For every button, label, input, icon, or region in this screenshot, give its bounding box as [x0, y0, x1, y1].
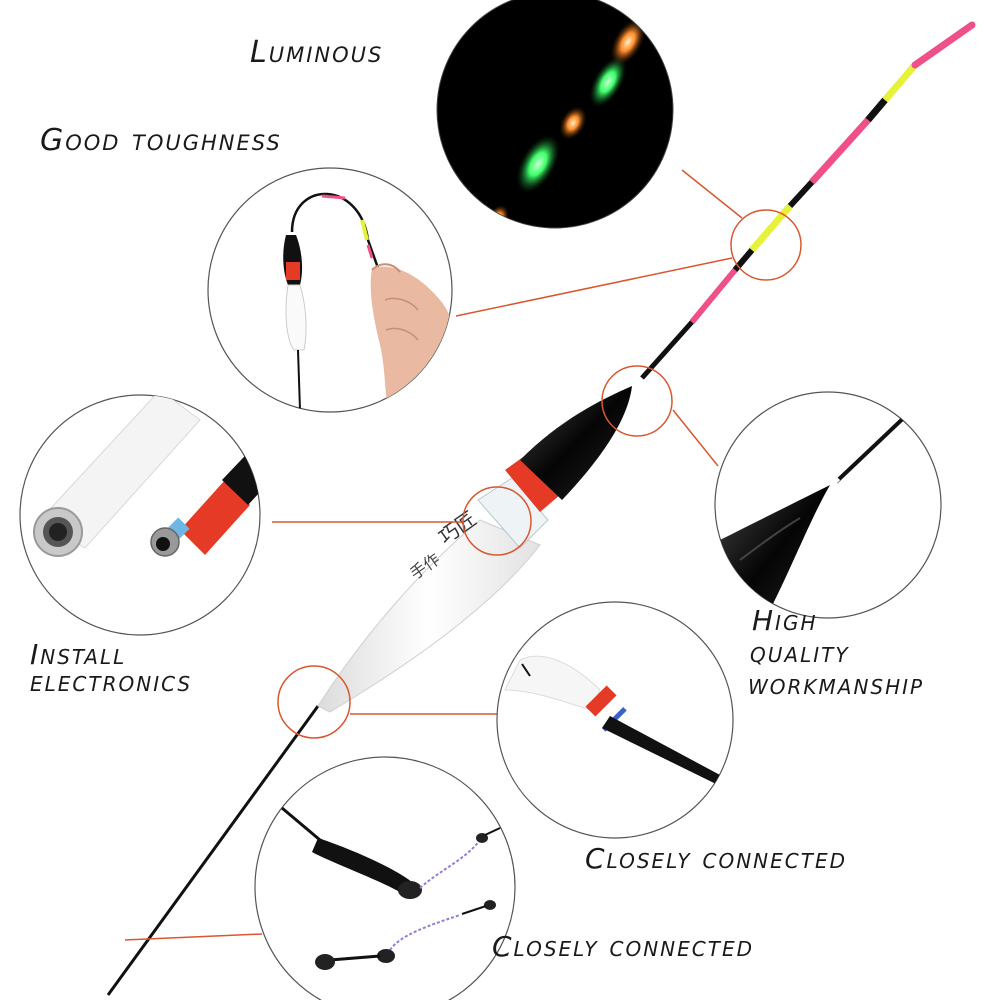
label-install-line1: Install	[30, 638, 127, 671]
detail-luminous	[436, 0, 674, 229]
float-tip-black-4	[865, 97, 888, 123]
float-tip-black-lower	[640, 320, 694, 380]
connector-connected-bottom	[124, 933, 263, 941]
detail-quality	[714, 391, 942, 619]
float-tip-black-2	[732, 248, 755, 272]
callout-connectors	[124, 169, 743, 941]
callout-ring-tip	[730, 209, 802, 281]
float-tip-pink-lower	[689, 268, 738, 324]
detail-connected-bottom	[254, 756, 516, 1000]
callout-ring-base	[277, 665, 351, 739]
label-install-line2: electronics	[30, 665, 193, 698]
label-quality-line3: workmanship	[748, 668, 925, 701]
detail-toughness	[207, 167, 453, 413]
float-clear-joint	[477, 477, 549, 549]
detail-connected-top	[496, 601, 734, 839]
float-tip-pink-mid	[809, 117, 871, 185]
float-tip-yellow-top	[882, 62, 918, 103]
label-toughness: Good toughness	[40, 123, 282, 158]
callout-rings	[277, 209, 802, 739]
detail-install	[19, 394, 261, 636]
label-quality-line1: High	[752, 604, 818, 637]
connector-quality	[672, 409, 719, 467]
callout-ring-neck	[601, 365, 673, 437]
float-red-band	[505, 452, 560, 512]
connector-toughness	[455, 257, 733, 317]
connector-luminous	[681, 169, 743, 219]
float-white-body	[317, 519, 541, 713]
float-tip-yellow	[749, 203, 793, 253]
float-tip-pink-top	[911, 21, 976, 69]
callout-ring-joint	[462, 486, 532, 556]
label-connected-top: Closely connected	[585, 842, 847, 875]
label-quality-line2: quality	[750, 636, 850, 669]
float-tip-black-3	[787, 179, 815, 209]
label-luminous: Luminous	[250, 35, 384, 70]
float-bottom-stem	[106, 705, 320, 996]
label-connected-bottom: Closely connected	[492, 930, 754, 963]
